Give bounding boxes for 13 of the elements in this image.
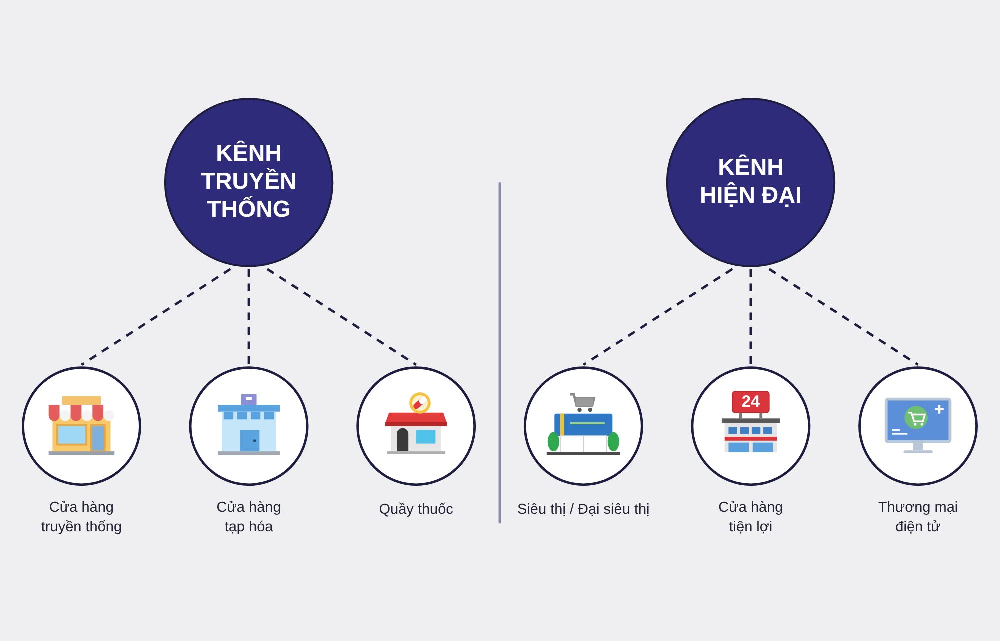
dashed-connector <box>248 269 250 365</box>
dashed-connector <box>81 268 232 366</box>
outlet-name: Quầy thuốc <box>378 500 454 520</box>
sign-number: 24 <box>742 393 760 412</box>
dashed-connector <box>583 268 734 366</box>
outlet-name: Cửa hàng truyền thống <box>40 498 124 538</box>
outlet-name: Siêu thị / Đại siêu thị <box>516 500 651 520</box>
outlet-name: Cửa hàng tiện lợi <box>718 498 784 538</box>
dashed-connector <box>750 269 752 365</box>
outlet-name: Thương mại điện tử <box>877 498 960 538</box>
dashed-connector <box>266 268 417 366</box>
outlet-name: Cửa hàng tạp hóa <box>216 498 282 538</box>
dashed-connector <box>768 268 919 366</box>
